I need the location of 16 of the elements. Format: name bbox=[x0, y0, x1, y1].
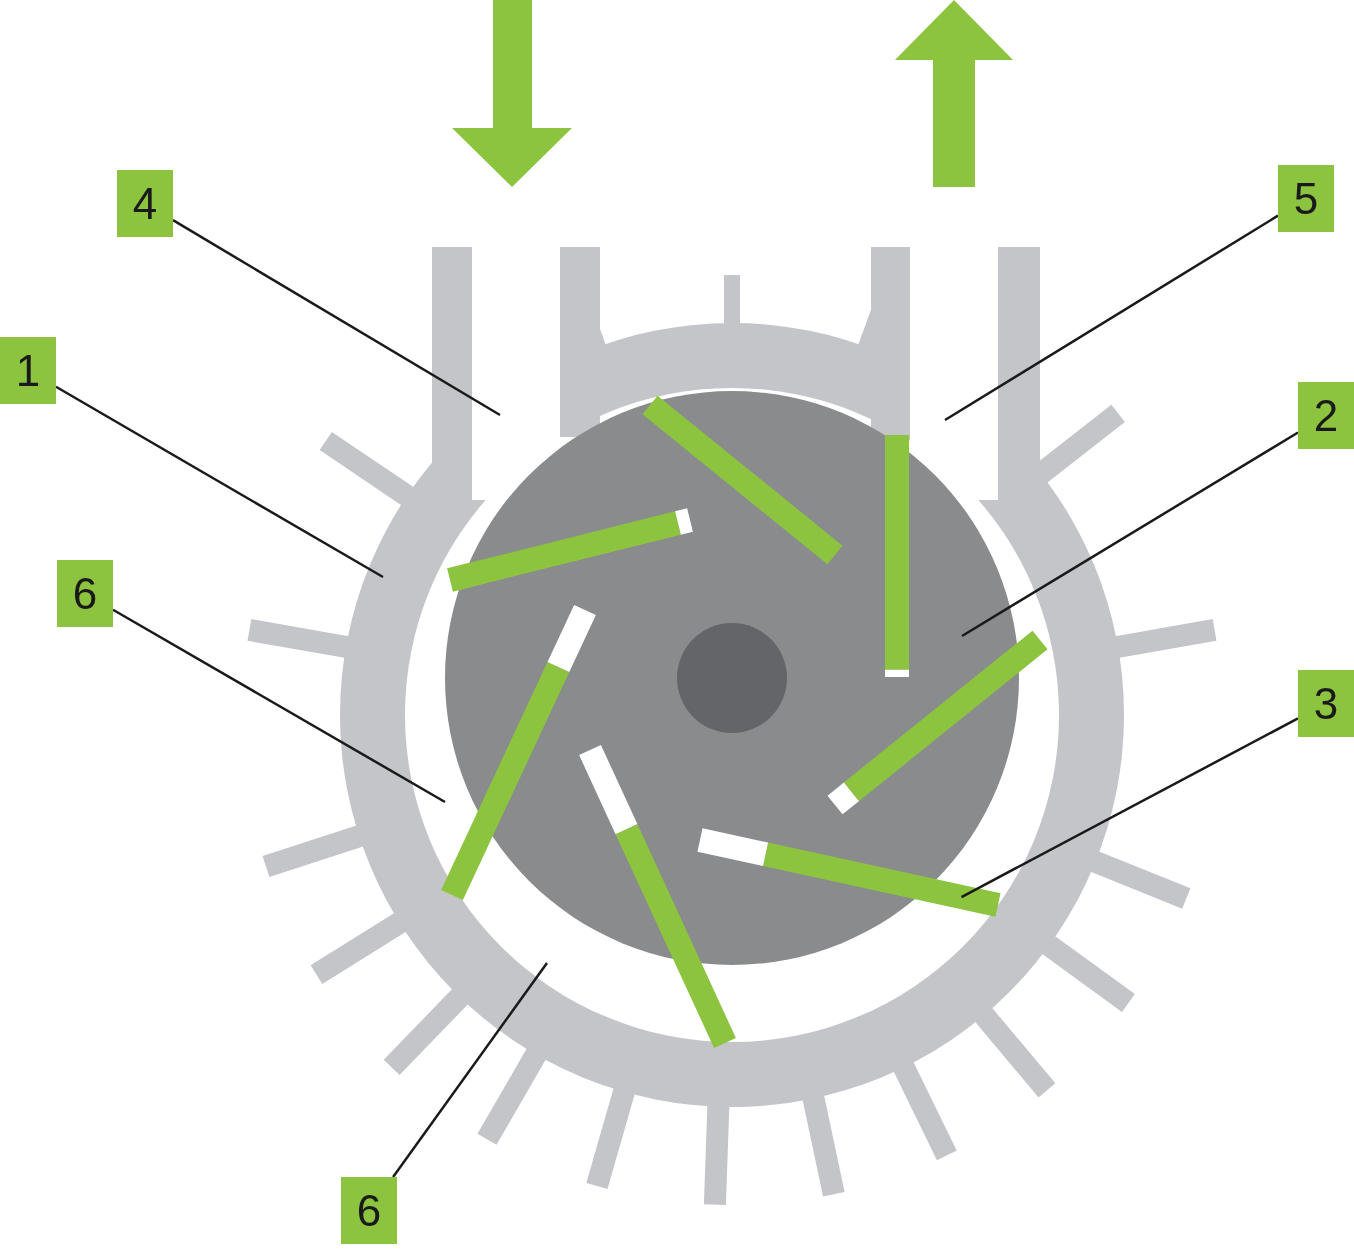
leader-line bbox=[55, 385, 384, 579]
leader-line bbox=[172, 219, 501, 417]
leader-line bbox=[392, 962, 548, 1178]
callout-number: 2 bbox=[1298, 382, 1354, 449]
leader-line bbox=[112, 608, 446, 804]
leader-line bbox=[944, 214, 1279, 422]
rotor bbox=[441, 391, 1048, 1049]
leader-line bbox=[960, 717, 1299, 899]
callout-number: 3 bbox=[1298, 670, 1354, 737]
leader-line bbox=[961, 431, 1299, 638]
callout-number: 4 bbox=[117, 170, 173, 237]
vane bbox=[697, 828, 1001, 917]
callout-number: 5 bbox=[1278, 165, 1334, 232]
callout-number: 1 bbox=[0, 337, 56, 404]
callout-number: 6 bbox=[57, 560, 113, 627]
callout-number: 6 bbox=[341, 1177, 397, 1244]
